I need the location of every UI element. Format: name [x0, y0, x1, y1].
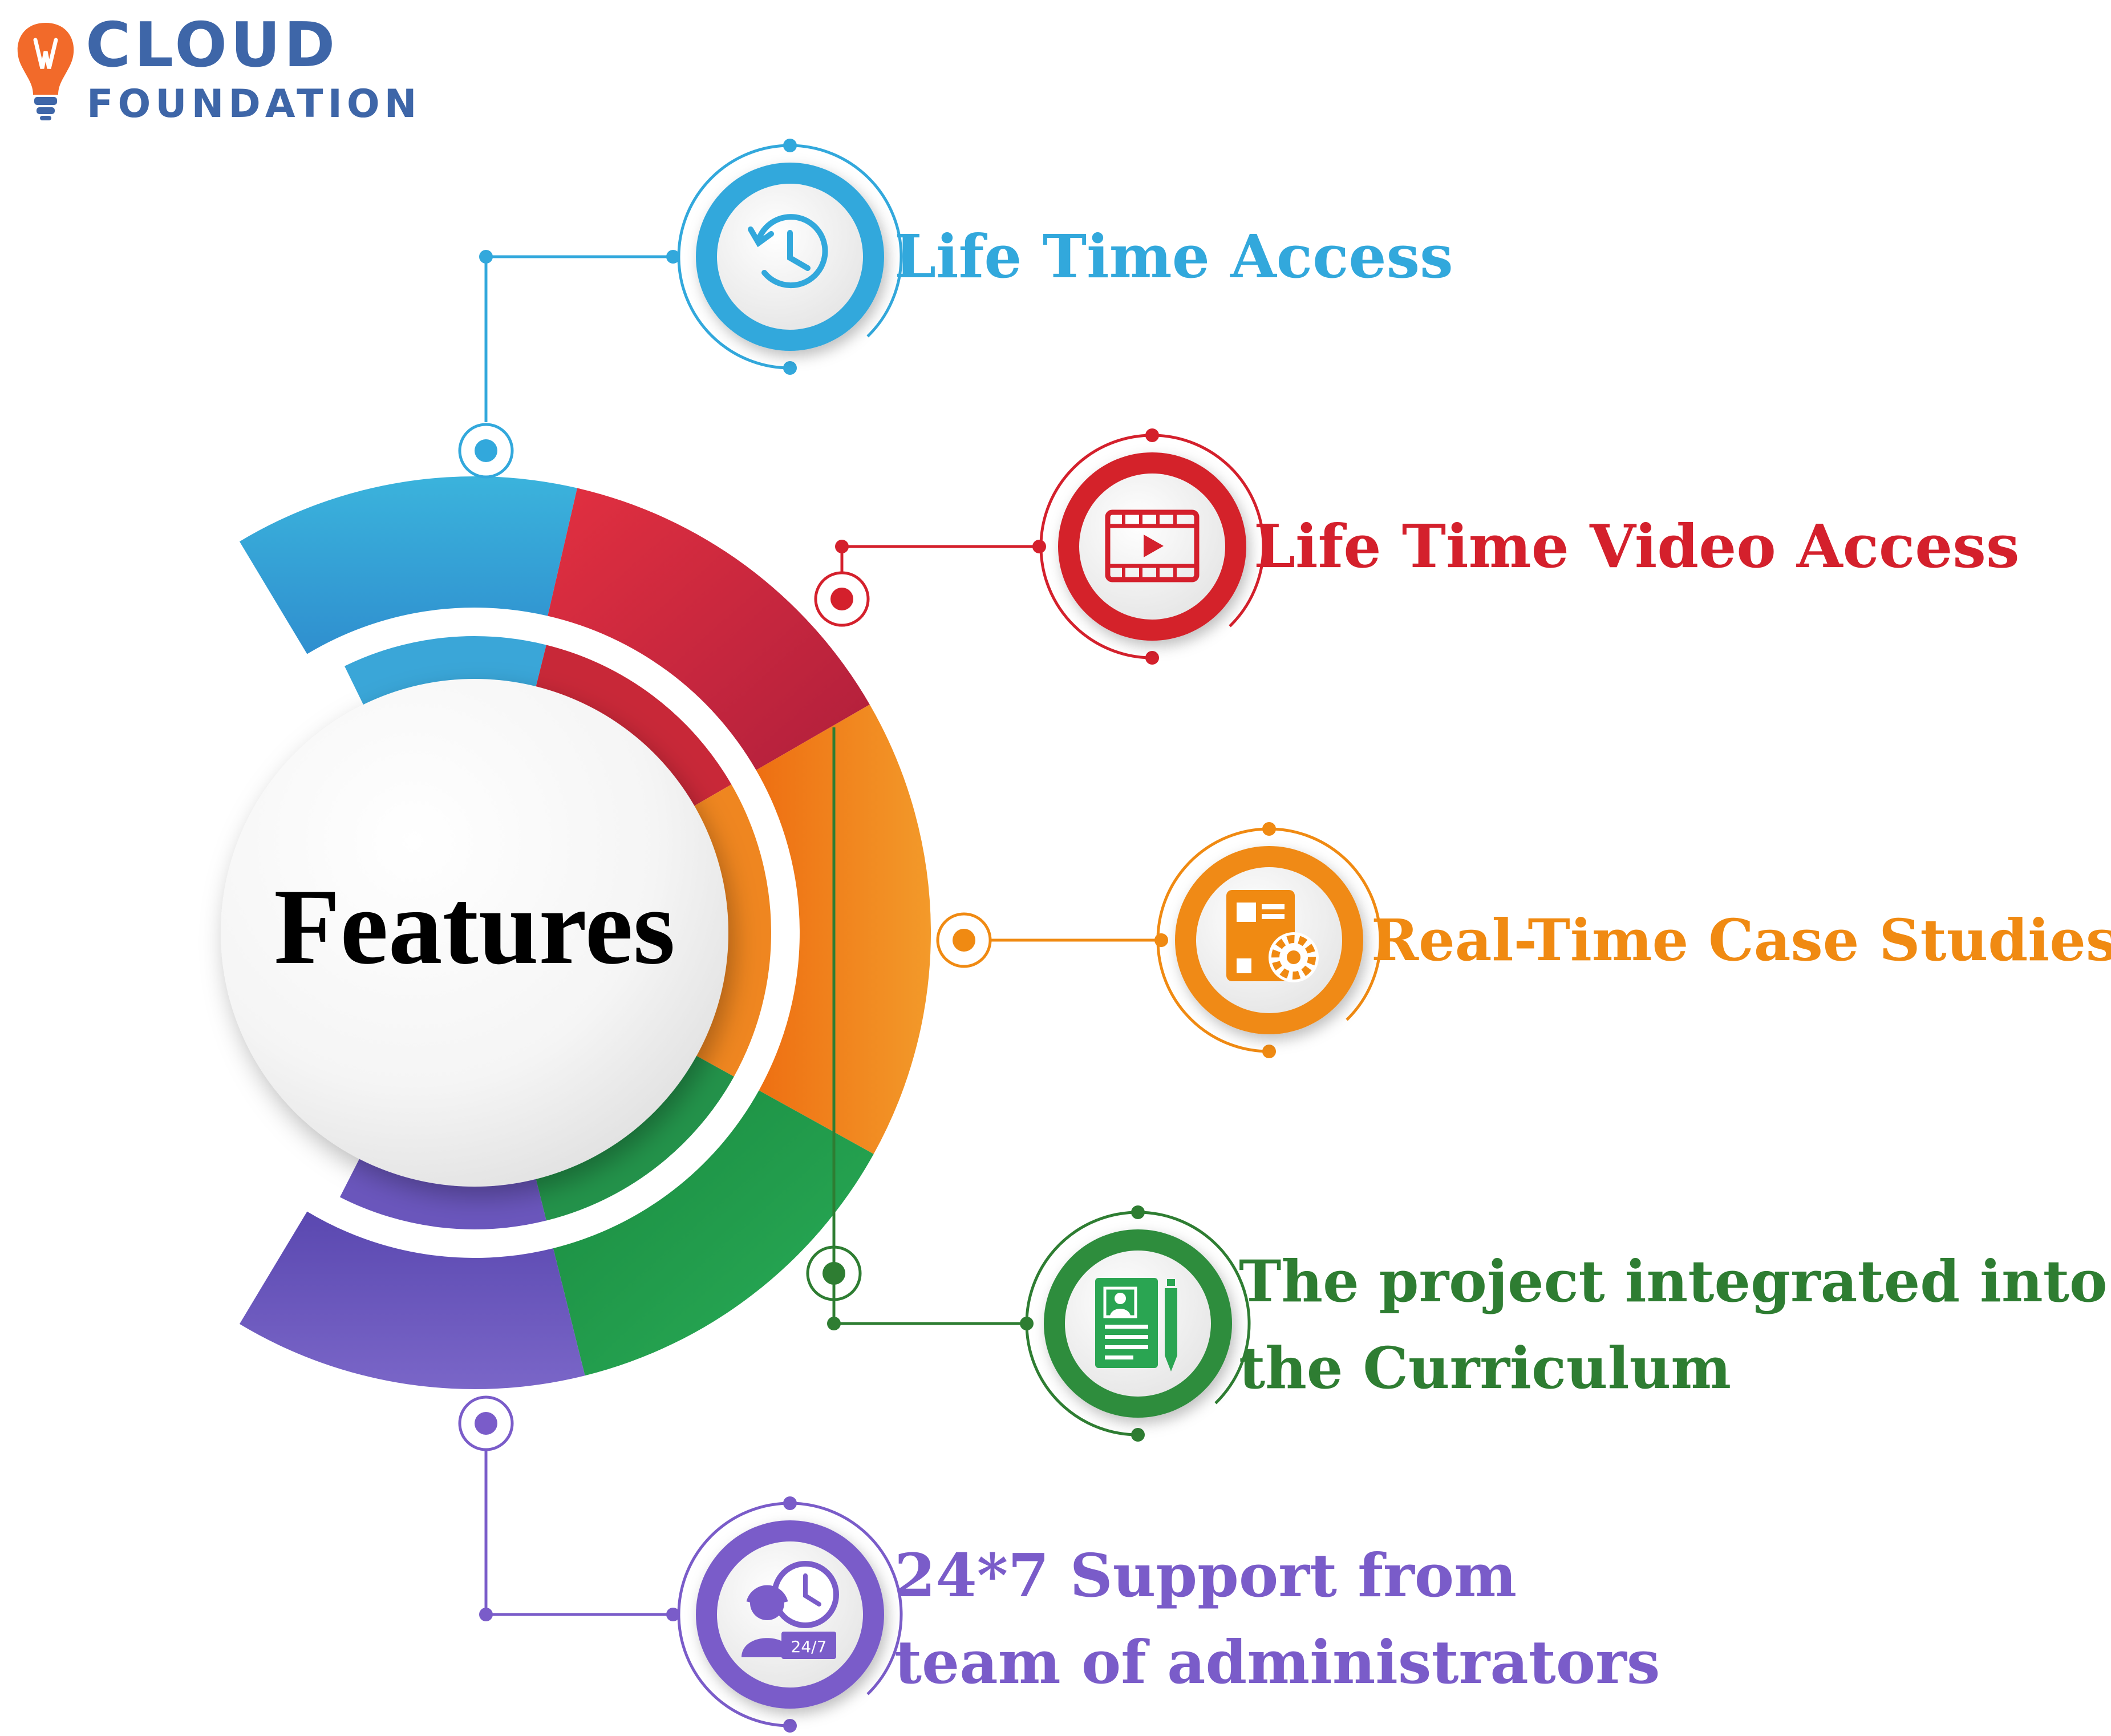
ring-segment-orange — [756, 705, 931, 1154]
connector-green — [806, 727, 1034, 1330]
inner-segment-blue — [345, 636, 546, 707]
feature-label-life-time-video-access: Life Time Video Access — [1254, 511, 2020, 581]
cloud-foundation-logo — [17, 23, 74, 120]
ring-segment-red — [548, 488, 870, 770]
clock-history-icon — [748, 214, 828, 289]
feature-node-life-time-access — [677, 139, 903, 375]
case-study-gear-icon — [1226, 890, 1319, 982]
inner-segment-red — [535, 645, 732, 807]
connector-blue — [458, 250, 680, 479]
logo-text-cloud: CLOUD — [86, 10, 339, 81]
feature-label-real-time-case-studies: Real-Time Case Studies — [1371, 907, 2111, 974]
feature-label-support-line1: 24*7 Support from — [894, 1540, 1517, 1610]
logo-text-foundation: FOUNDATION — [87, 82, 422, 127]
feature-node-project-integrated — [1025, 1205, 1251, 1442]
center-circle — [221, 679, 728, 1187]
center-title: Features — [274, 867, 675, 987]
outer-ring — [239, 476, 931, 1389]
ring-segment-blue — [239, 476, 577, 654]
connector-lines — [458, 250, 1168, 1621]
feature-node-life-time-video-access — [1039, 428, 1265, 665]
ring-segment-purple — [239, 1211, 585, 1389]
inner-segment-green — [535, 1054, 734, 1221]
ring-segment-green — [553, 1090, 874, 1376]
feature-label-project-line2: the Curriculum — [1239, 1334, 1732, 1402]
inner-ring — [339, 636, 771, 1229]
document-profile-pen-icon — [1095, 1278, 1177, 1371]
feature-label-project-line1: The project integrated into — [1239, 1248, 2108, 1315]
feature-node-support: 24/7 — [677, 1496, 903, 1733]
inner-segment-orange — [692, 784, 771, 1077]
feature-node-real-time-case-studies — [1156, 822, 1382, 1058]
inner-segment-purple — [339, 1156, 546, 1229]
video-play-icon — [1105, 509, 1200, 582]
feature-label-life-time-access: Life Time Access — [894, 221, 1453, 292]
connector-orange — [936, 912, 1168, 968]
support-agent-clock-icon: 24/7 — [742, 1561, 839, 1659]
lightbulb-icon — [17, 23, 74, 120]
support-badge-text: 24/7 — [791, 1637, 827, 1656]
connector-red — [814, 540, 1046, 627]
feature-label-support-line2: team of administrators — [894, 1627, 1660, 1697]
connector-purple — [458, 1395, 680, 1621]
